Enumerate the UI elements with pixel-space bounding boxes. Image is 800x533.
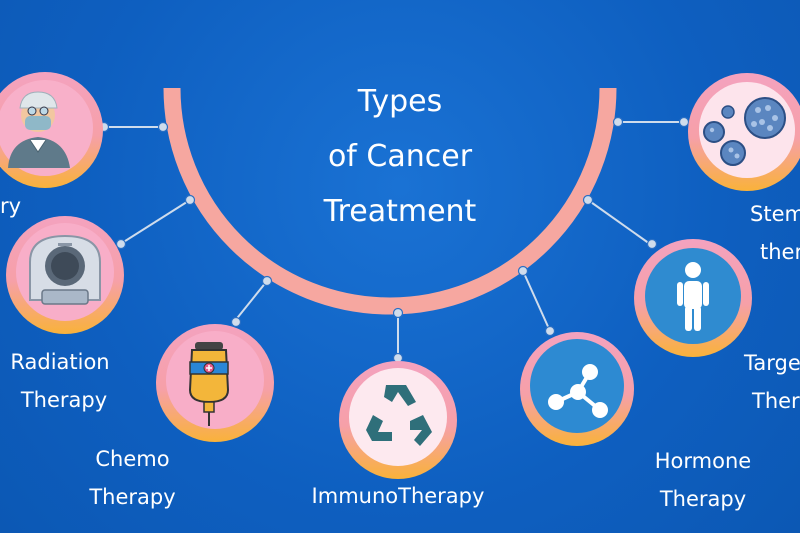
label-chemo-line1: Chemo <box>95 447 170 471</box>
dot-immuno-a <box>392 307 404 319</box>
label-surgery: ry <box>0 194 22 218</box>
dot-chemo-a <box>261 275 273 287</box>
human-body-icon <box>677 262 709 331</box>
label-radiation-line2: Therapy <box>20 388 108 412</box>
label-stem: Stem ther <box>750 195 800 271</box>
dot-targeted-a <box>582 194 594 206</box>
connector-targeted <box>587 199 651 245</box>
node-immuno <box>339 361 457 479</box>
node-targeted <box>634 239 752 357</box>
dot-targeted-b <box>646 238 658 250</box>
node-chemo <box>156 324 274 442</box>
label-hormone: Hormone Therapy <box>633 442 773 518</box>
node-hormone <box>520 332 634 446</box>
central-arc <box>163 87 617 315</box>
node-stem <box>688 73 800 191</box>
title-line-3: Treatment <box>323 194 477 229</box>
label-targeted-line1: Targe <box>744 351 800 375</box>
dot-surgery-b <box>157 121 169 133</box>
label-immuno: ImmunoTherapy <box>311 484 485 508</box>
inner-immuno <box>349 368 447 466</box>
label-chemo: Chemo Therapy <box>70 440 195 516</box>
connectors <box>102 121 684 360</box>
molecule-icon <box>548 364 608 418</box>
node-surgery <box>0 72 103 188</box>
connector-radiation <box>121 199 191 244</box>
recycle-icon <box>366 385 432 446</box>
cells-icon <box>703 97 786 166</box>
dot-radiation-b <box>115 238 127 250</box>
connector-hormone <box>522 270 551 332</box>
dot-radiation-a <box>184 194 196 206</box>
mri-scanner-icon <box>29 234 101 305</box>
label-radiation-line1: Radiation <box>10 350 110 374</box>
dot-hormone-b <box>544 325 556 337</box>
label-targeted: Targe Ther <box>744 344 800 420</box>
label-radiation: Radiation Therapy <box>0 343 120 419</box>
iv-bag-icon <box>188 342 230 426</box>
label-targeted-line2: Ther <box>752 389 800 413</box>
title-line-2: of Cancer <box>327 139 473 174</box>
connector-dots <box>98 116 690 364</box>
label-hormone-line2: Therapy <box>659 487 747 511</box>
label-chemo-line2: Therapy <box>89 485 176 509</box>
label-stem-line2: ther <box>760 240 800 264</box>
label-stem-line1: Stem <box>750 202 800 226</box>
connector-chemo <box>233 280 268 323</box>
diagram-title: Types of Cancer Treatment <box>270 74 530 239</box>
dot-stem-b <box>678 116 690 128</box>
label-hormone-line1: Hormone <box>654 449 752 473</box>
node-radiation <box>6 216 124 334</box>
title-line-1: Types <box>357 84 443 119</box>
dot-stem-a <box>612 116 624 128</box>
dot-hormone-a <box>517 265 529 277</box>
dot-chemo-b <box>230 316 242 328</box>
surgeon-icon <box>8 91 70 168</box>
